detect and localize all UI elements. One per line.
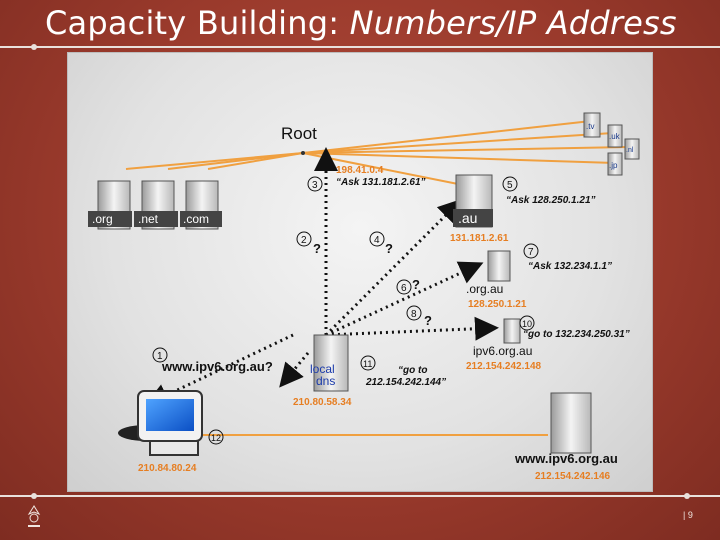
local-dns-line1: local: [310, 362, 335, 376]
server-org: .org: [88, 180, 132, 230]
client-ip: 210.84.80.24: [138, 463, 197, 474]
footer-rule-dot-right: [684, 493, 690, 499]
query-arrows: [144, 147, 499, 407]
step-10: 10: [522, 319, 532, 329]
server-com: .com: [180, 180, 222, 230]
server-local-dns: local dns: [310, 334, 349, 392]
web-server-name: www.ipv6.org.au: [514, 451, 618, 466]
root-ip: 198.41.0.4: [336, 165, 384, 176]
web-server: [550, 392, 592, 454]
university-logo-icon: [27, 505, 41, 527]
step-2-q: ?: [313, 241, 321, 256]
step-8: 8: [411, 309, 417, 320]
link-root-uk: [302, 132, 614, 154]
step-8-q: ?: [424, 313, 432, 328]
orgau-label: .org.au: [466, 282, 503, 296]
root-label: Root: [281, 124, 317, 143]
server-uk: .uk: [607, 124, 623, 148]
client-computer-icon: [118, 390, 203, 456]
step-2: 2: [301, 235, 307, 246]
step-5: 5: [507, 180, 513, 191]
step-1: 1: [157, 351, 163, 362]
arrow-6: [325, 261, 484, 337]
step-12: 12: [211, 433, 221, 443]
arrow-4: [324, 198, 463, 337]
tld-com: .com: [183, 212, 209, 226]
page-number: | 9: [683, 510, 693, 520]
tld-uk: .uk: [609, 132, 621, 141]
slide-title: Capacity Building: Numbers/IP Address: [45, 4, 677, 42]
msg-11-line2: 212.154.242.144”: [365, 377, 446, 388]
server-nl: .nl: [624, 138, 640, 160]
msg-11-line1: “go to: [398, 365, 427, 376]
local-dns-line2: dns: [316, 374, 335, 388]
root-links: [125, 120, 629, 186]
title-plain: Capacity Building:: [45, 4, 350, 42]
server-orgau: [487, 250, 511, 282]
footer-rule: [0, 495, 720, 497]
step-4-q: ?: [385, 241, 393, 256]
orgau-ip: 128.250.1.21: [468, 299, 527, 310]
msg-5: “Ask 128.250.1.21”: [506, 195, 596, 206]
tld-org: .org: [92, 212, 113, 226]
au-label: .au: [458, 210, 477, 226]
link-root-nl: [302, 146, 629, 154]
root-node: [301, 151, 305, 155]
footer-rule-dot-left: [31, 493, 37, 499]
tld-jp: .jp: [609, 161, 618, 170]
server-ipv6: [503, 318, 521, 344]
dns-resolution-diagram: Root 198.41.0.4 .org .net .com .tv .uk .…: [67, 52, 653, 492]
server-net: .net: [134, 180, 178, 230]
step-6-q: ?: [412, 277, 420, 292]
title-underline-dot: [31, 44, 37, 50]
msg-10: “go to 132.234.250.31”: [523, 329, 630, 340]
msg-3: “Ask 131.181.2.61”: [336, 177, 426, 188]
arrow-11: [279, 352, 310, 388]
local-dns-ip: 210.80.58.34: [293, 397, 352, 408]
tld-tv: .tv: [586, 122, 594, 131]
step-6: 6: [401, 283, 407, 294]
ipv6-ip: 212.154.242.148: [466, 361, 542, 372]
arrow-8: [325, 316, 499, 341]
link-root-tv: [302, 120, 592, 154]
link-root-jp: [302, 152, 616, 164]
arrow-1: [144, 333, 294, 407]
server-jp: .jp: [607, 152, 623, 176]
step-3: 3: [312, 180, 318, 191]
title-underline: [0, 46, 720, 48]
step-4: 4: [374, 235, 380, 246]
step-11: 11: [363, 359, 372, 369]
msg-7: “Ask 132.234.1.1”: [528, 261, 612, 272]
tld-nl: .nl: [626, 147, 634, 154]
server-tv: .tv: [583, 112, 601, 138]
step-7: 7: [528, 247, 534, 258]
tld-net: .net: [138, 212, 159, 226]
server-au: .au: [453, 174, 493, 228]
ipv6-label: ipv6.org.au: [473, 344, 532, 358]
au-ip: 131.181.2.61: [450, 233, 509, 244]
query-text: www.ipv6.org.au?: [161, 359, 273, 374]
web-server-ip: 212.154.242.146: [535, 471, 611, 482]
link-root-net: [167, 152, 304, 170]
title-italic: Numbers/IP Address: [349, 4, 677, 42]
link-root-com: [207, 152, 304, 170]
